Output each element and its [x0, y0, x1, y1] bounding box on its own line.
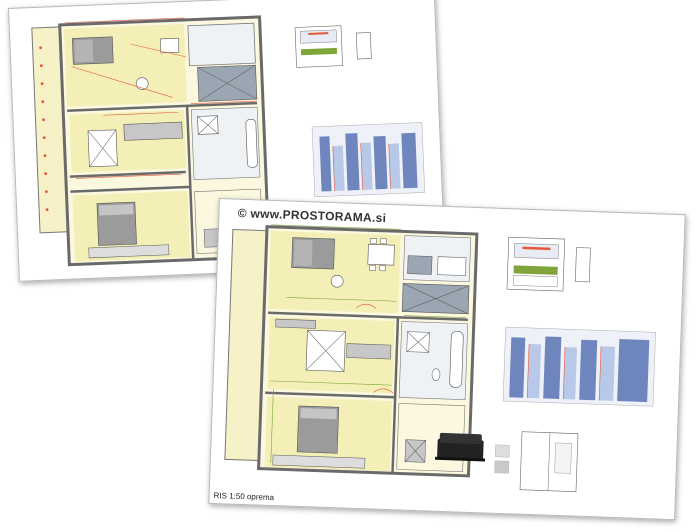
floor-plan-sheet-back — [8, 0, 446, 282]
sofa-photo — [434, 432, 486, 462]
round-table — [330, 274, 344, 288]
fabric-swatches — [494, 444, 510, 474]
elevation-wardrobe-front — [502, 326, 656, 407]
dining-table — [367, 243, 395, 266]
dimension-lines — [64, 17, 257, 179]
bathtub — [449, 331, 464, 388]
toilet — [431, 368, 441, 381]
living-room-floor — [63, 23, 187, 107]
elevation-kitchen-front — [506, 236, 591, 292]
elevation-kitchen-back — [294, 25, 372, 68]
bathtub — [245, 119, 258, 168]
elevation-closet-front — [519, 431, 579, 492]
round-table — [135, 77, 149, 90]
dimension-lines — [269, 224, 466, 463]
floor-plan-drawing-back — [31, 15, 425, 267]
elevation-wardrobe-back — [311, 122, 425, 198]
floor-plan-sheet-front: RIS 1:50 oprema — [208, 198, 686, 521]
dimension-markers — [39, 46, 49, 211]
kitchen — [187, 22, 256, 67]
floor-plan-drawing-front — [224, 224, 656, 492]
dining-table — [160, 37, 180, 54]
